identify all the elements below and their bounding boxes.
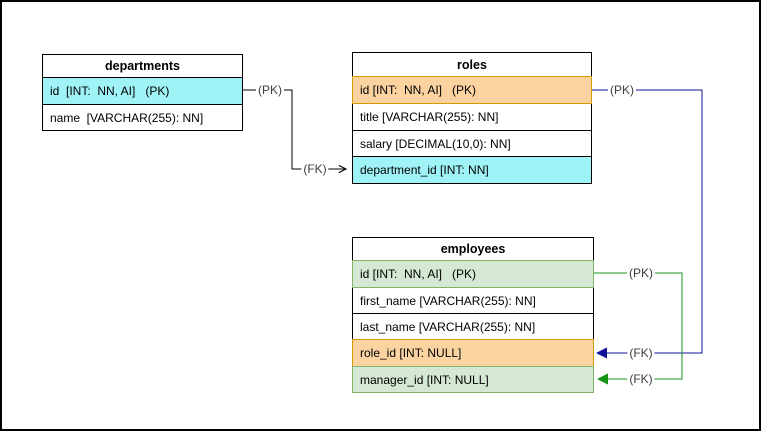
table-roles: roles id [INT: NN, AI] (PK) title [VARCH… xyxy=(352,52,592,184)
edge-label-employees-pk: (PK) xyxy=(627,266,655,280)
edge-label-role-id-fk: (FK) xyxy=(627,346,655,360)
column-employees-first-name: first_name [VARCHAR(255): NN] xyxy=(352,287,594,314)
connector-departments-id-to-roles-department-id xyxy=(243,89,346,169)
edge-label-roles-pk: (PK) xyxy=(608,83,636,97)
column-employees-id: id [INT: NN, AI] (PK) xyxy=(352,260,594,288)
table-roles-title: roles xyxy=(352,52,592,77)
edge-label-manager-id-fk: (FK) xyxy=(627,372,655,386)
column-employees-manager-id: manager_id [INT: NULL] xyxy=(352,366,594,393)
connector-employees-id-to-employees-manager-id xyxy=(594,272,683,385)
column-roles-title: title [VARCHAR(255): NN] xyxy=(352,103,592,131)
column-roles-department-id: department_id [INT: NN] xyxy=(352,156,592,184)
connector-roles-id-to-employees-role-id xyxy=(592,89,703,359)
column-departments-id: id [INT: NN, AI] (PK) xyxy=(42,77,243,105)
column-employees-last-name: last_name [VARCHAR(255): NN] xyxy=(352,313,594,340)
table-employees-title: employees xyxy=(352,237,594,261)
column-roles-id: id [INT: NN, AI] (PK) xyxy=(352,76,592,104)
column-roles-salary: salary [DECIMAL(10,0): NN] xyxy=(352,130,592,157)
edge-label-departments-pk: (PK) xyxy=(256,83,284,97)
table-employees: employees id [INT: NN, AI] (PK) first_na… xyxy=(352,237,594,393)
column-departments-name: name [VARCHAR(255): NN] xyxy=(42,104,243,131)
table-departments: departments id [INT: NN, AI] (PK) name [… xyxy=(42,54,243,131)
table-departments-title: departments xyxy=(42,54,243,78)
edge-label-roles-department-fk: (FK) xyxy=(301,162,329,176)
column-employees-role-id: role_id [INT: NULL] xyxy=(352,339,594,367)
